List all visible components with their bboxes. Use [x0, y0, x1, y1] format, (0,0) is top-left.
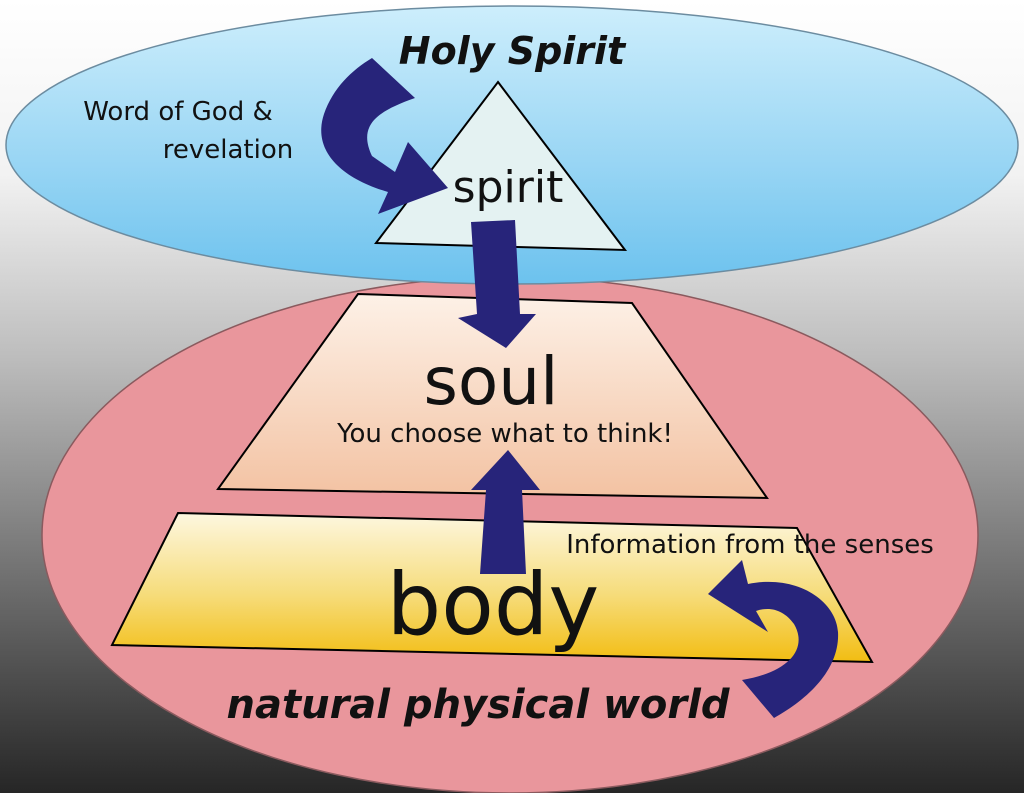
- soul-trapezoid: [216, 292, 769, 500]
- spirit-label: spirit: [453, 162, 564, 213]
- word-of-god-label-line1: Word of God &: [83, 97, 273, 127]
- revelation-arrow-icon: [321, 58, 448, 214]
- body-label: body: [387, 555, 600, 655]
- body-to-soul-arrow-icon: [471, 450, 540, 574]
- senses-arrow-icon: [708, 560, 839, 718]
- natural-world-label: natural physical world: [227, 682, 730, 728]
- soul-label: soul: [424, 343, 559, 420]
- senses-info-label: Information from the senses: [566, 530, 934, 560]
- word-of-god-label-line2: revelation: [163, 135, 293, 165]
- holy-spirit-label: Holy Spirit: [399, 29, 627, 73]
- spirit-to-soul-arrow-icon: [458, 220, 536, 348]
- body-trapezoid: [110, 511, 874, 664]
- soul-caption: You choose what to think!: [336, 419, 673, 449]
